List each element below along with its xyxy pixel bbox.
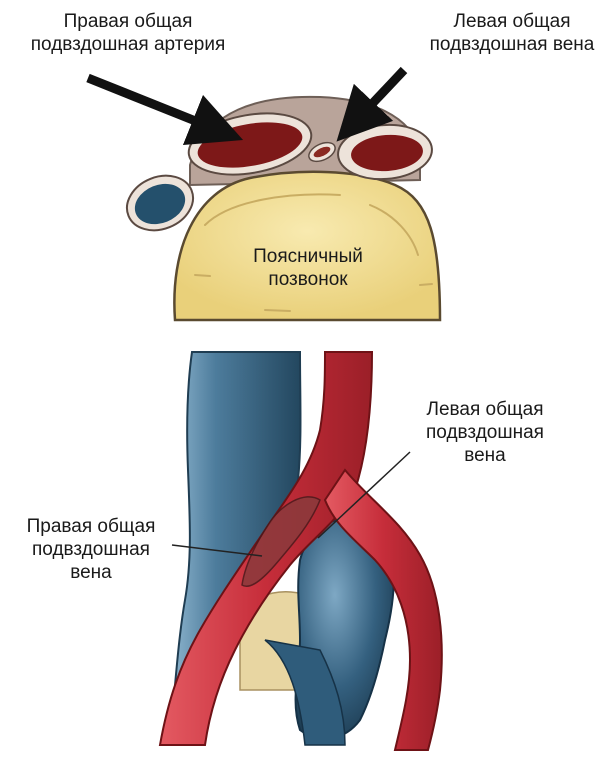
arrow-to-artery — [88, 78, 218, 130]
label-right-common-iliac-vein: Правая общая подвздошная вена — [6, 515, 176, 584]
label-left-common-iliac-vein-bottom: Левая общая подвздошная вена — [400, 398, 570, 467]
label-right-common-iliac-artery: Правая общая подвздошная артерия — [8, 10, 248, 56]
label-lumbar-vertebra: Поясничный позвонок — [228, 245, 388, 291]
label-left-common-iliac-vein-top: Левая общая подвздошная вена — [408, 10, 616, 56]
